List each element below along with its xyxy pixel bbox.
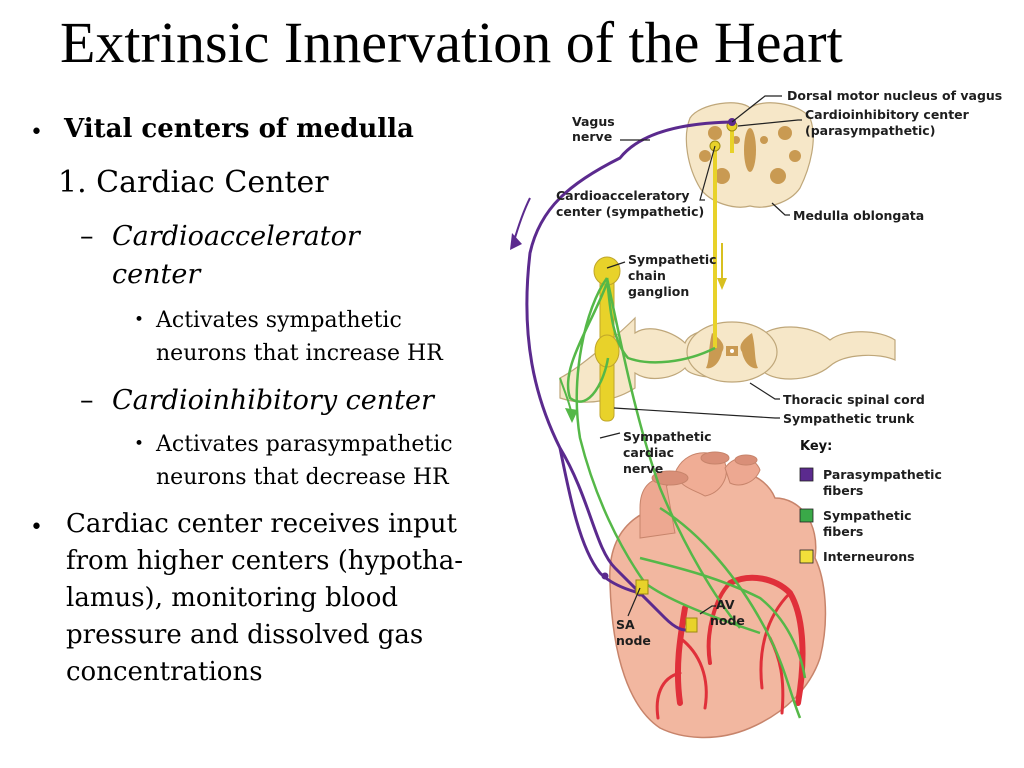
legend: Key: Parasympathetic fibers Sympathetic … xyxy=(799,439,942,564)
inhib-desc-line1: Activates parasympathetic xyxy=(156,432,453,457)
legend-label-parasympathetic-2: fibers xyxy=(823,483,863,498)
cardioinhibitory-label: Cardioinhibitory center xyxy=(112,385,434,416)
inhib-desc-line2: neurons that decrease HR xyxy=(156,465,449,490)
label-medulla: Medulla oblongata xyxy=(793,208,924,223)
label-symp-cardiac-3: nerve xyxy=(623,461,663,476)
cardiac-center-heading: 1. Cardiac Center xyxy=(58,165,329,200)
input-line-5: concentrations xyxy=(66,657,263,687)
thoracic-spinal-cord xyxy=(559,316,896,403)
bullet-dot: • xyxy=(134,310,145,330)
input-line-2: from higher centers (hypotha- xyxy=(66,546,464,576)
label-symp-trunk: Sympathetic trunk xyxy=(783,411,915,426)
label-sa-2: node xyxy=(616,633,651,648)
label-sa-1: SA xyxy=(616,617,635,632)
legend-label-sympathetic-1: Sympathetic xyxy=(823,508,912,523)
label-cardioinhib-1: Cardioinhibitory center xyxy=(805,107,970,122)
dash-marker: – xyxy=(80,385,94,416)
label-symp-chain-3: ganglion xyxy=(628,284,689,299)
legend-label-interneurons: Interneurons xyxy=(823,549,915,564)
label-av-1: AV xyxy=(716,597,735,612)
bullet-dot: • xyxy=(134,434,145,454)
input-line-4: pressure and dissolved gas xyxy=(66,620,424,650)
medulla-oblongata xyxy=(685,102,814,208)
legend-swatch-parasympathetic xyxy=(799,467,814,482)
av-node xyxy=(685,617,698,633)
sympathetic-arrow xyxy=(559,377,573,417)
legend-swatch-sympathetic xyxy=(799,508,814,523)
label-symp-chain-2: chain xyxy=(628,268,666,283)
sympathetic-fibers xyxy=(566,277,807,719)
cardioaccelerator-label: Cardioaccelerator xyxy=(112,221,360,252)
cardioaccelerator-label-cont: center xyxy=(112,259,201,290)
label-symp-cardiac-2: cardiac xyxy=(623,445,674,460)
input-line-1: Cardiac center receives input xyxy=(66,509,457,539)
accel-desc-line2: neurons that increase HR xyxy=(156,341,443,366)
label-cardioaccel-1: Cardioacceleratory xyxy=(556,188,690,203)
label-vagus-1: Vagus xyxy=(572,114,615,129)
label-dorsal-motor: Dorsal motor nucleus of vagus xyxy=(787,88,1002,103)
heart-innervation-diagram: Dorsal motor nucleus of vagus Vagus nerv… xyxy=(510,88,1002,739)
vagus-nerve-fiber xyxy=(525,120,733,632)
label-symp-cardiac-1: Sympathetic xyxy=(623,429,712,444)
legend-title: Key: xyxy=(800,439,832,454)
leader-lines xyxy=(599,95,802,617)
vagus-ganglion xyxy=(601,572,609,580)
label-cardioinhib-2: (parasympathetic) xyxy=(805,123,935,138)
label-thoracic: Thoracic spinal cord xyxy=(783,392,925,407)
label-av-2: node xyxy=(710,613,745,628)
label-vagus-2: nerve xyxy=(572,129,612,144)
label-symp-chain-1: Sympathetic xyxy=(628,252,717,267)
vagus-arrow xyxy=(511,197,531,249)
bullet-dot: • xyxy=(30,120,43,145)
arrow-head xyxy=(717,278,727,290)
bullet-vital-centers: Vital centers of medulla xyxy=(64,114,414,144)
legend-label-sympathetic-2: fibers xyxy=(823,524,863,539)
dash-marker: – xyxy=(80,221,94,252)
accel-desc-line1: Activates sympathetic xyxy=(156,308,402,333)
input-line-3: lamus), monitoring blood xyxy=(66,583,399,613)
page-title: Extrinsic Innervation of the Heart xyxy=(60,10,843,75)
label-cardioaccel-2: center (sympathetic) xyxy=(556,204,704,219)
legend-label-parasympathetic-1: Parasympathetic xyxy=(823,467,942,482)
bullet-dot: • xyxy=(30,515,43,540)
legend-swatch-interneurons xyxy=(799,549,814,564)
